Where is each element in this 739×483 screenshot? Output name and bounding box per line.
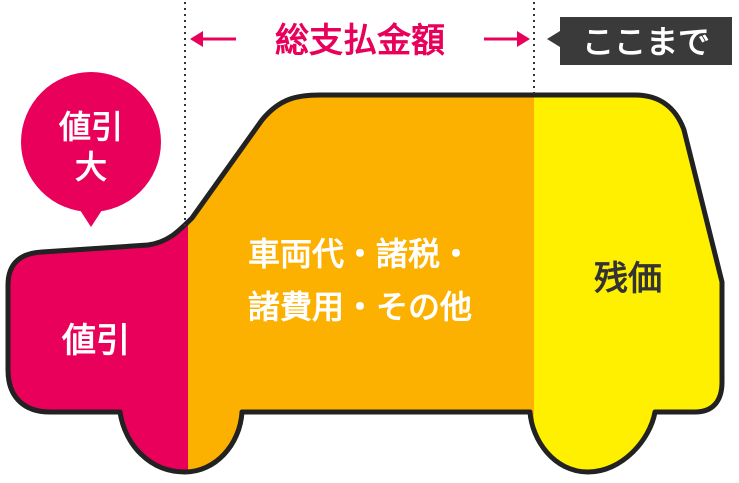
- left-arrow: [190, 31, 236, 47]
- discount-segment-label: 値引: [61, 321, 130, 361]
- until-here-text: ここまで: [582, 23, 710, 61]
- car-outline: [5, 92, 725, 475]
- main-cost-segment: [188, 95, 534, 472]
- main-cost-label-line1: 車両代・諸税・: [248, 235, 472, 273]
- discount-big-bubble: 値引 大: [21, 72, 161, 227]
- until-here-badge: ここまで: [547, 17, 732, 65]
- bubble-line1: 値引: [58, 108, 123, 146]
- bubble-line2: 大: [75, 148, 107, 186]
- residual-segment-label: 残価: [594, 259, 662, 299]
- right-arrow: [484, 31, 530, 47]
- main-cost-label-line2: 諸費用・その他: [248, 288, 472, 326]
- total-payment-label: 総支払金額: [275, 21, 445, 61]
